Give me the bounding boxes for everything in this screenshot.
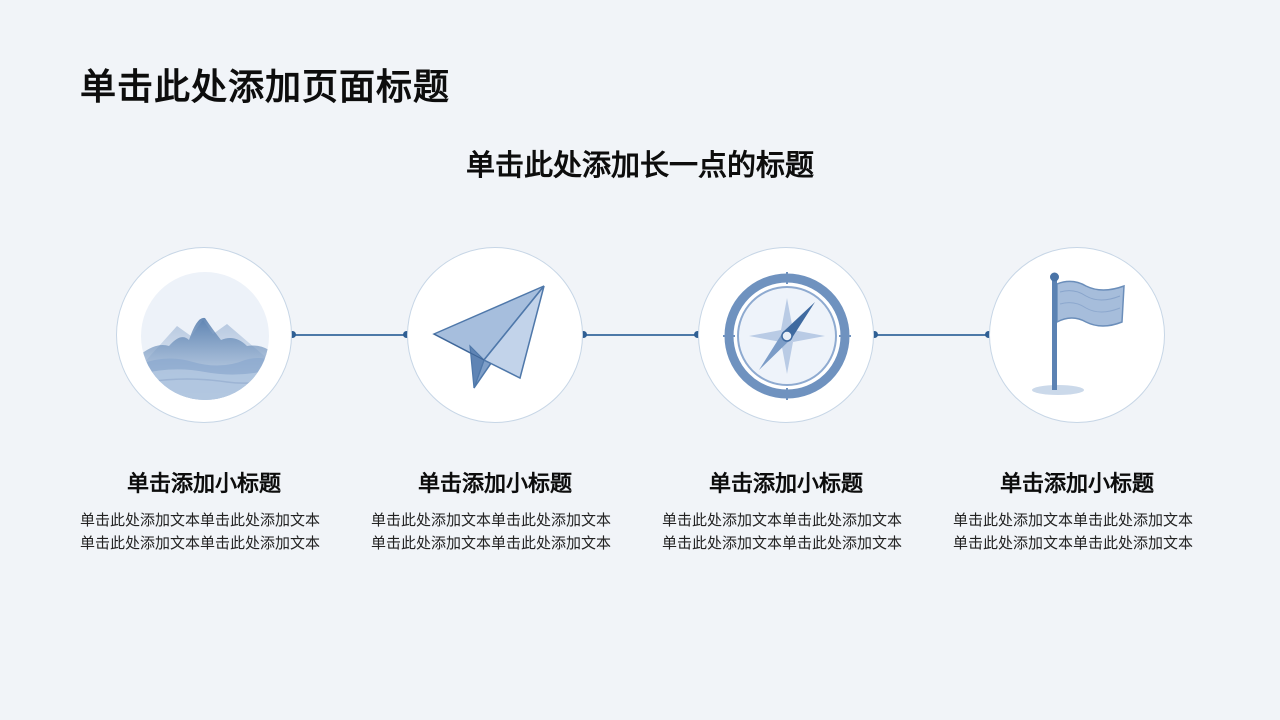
connector-line-1 (292, 334, 406, 336)
icon-circle-4[interactable] (989, 247, 1165, 423)
item-body-4[interactable]: 单击此处添加文本单击此处添加文本单击此处添加文本单击此处添加文本 (953, 511, 1194, 552)
icon-circle-3[interactable] (698, 247, 874, 423)
connector-dot (580, 331, 587, 338)
connector-dot (871, 331, 878, 338)
page-title[interactable]: 单击此处添加页面标题 (80, 67, 451, 108)
connector-dot (985, 331, 992, 338)
connector-line-3 (874, 334, 988, 336)
icon-circle-2[interactable] (407, 247, 583, 423)
connector-dot (694, 331, 701, 338)
connector-line-2 (583, 334, 697, 336)
connector-dot (403, 331, 410, 338)
item-title-1[interactable]: 单击添加小标题 (126, 472, 281, 497)
main-heading[interactable]: 单击此处添加长一点的标题 (465, 148, 814, 182)
item-title-4[interactable]: 单击添加小标题 (999, 472, 1154, 497)
item-body-3[interactable]: 单击此处添加文本单击此处添加文本单击此处添加文本单击此处添加文本 (662, 511, 903, 552)
mountain-landscape-icon (141, 272, 269, 400)
connector-dot (289, 331, 296, 338)
paper-plane-icon (432, 285, 545, 389)
item-title-2[interactable]: 单击添加小标题 (417, 472, 572, 497)
flag-icon (1032, 272, 1125, 395)
item-body-2[interactable]: 单击此处添加文本单击此处添加文本单击此处添加文本单击此处添加文本 (371, 511, 612, 552)
icon-circle-1[interactable] (116, 247, 292, 423)
item-body-1[interactable]: 单击此处添加文本单击此处添加文本单击此处添加文本单击此处添加文本 (80, 511, 321, 552)
compass-icon (723, 272, 851, 400)
item-title-3[interactable]: 单击添加小标题 (708, 472, 863, 497)
